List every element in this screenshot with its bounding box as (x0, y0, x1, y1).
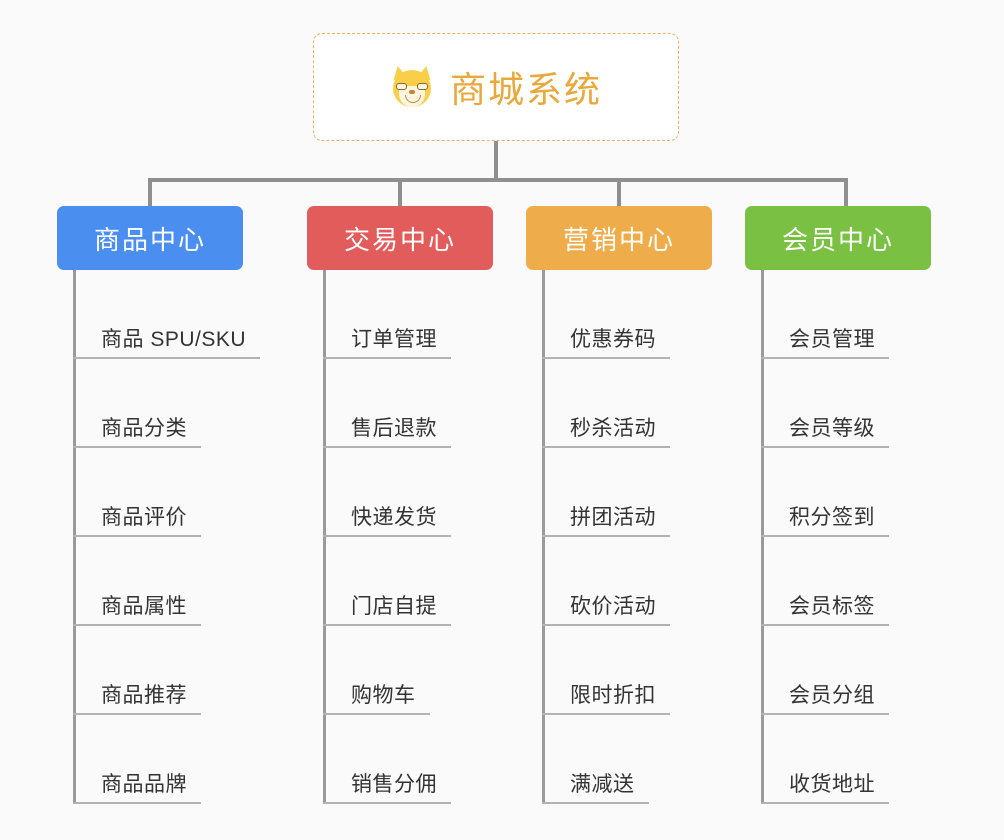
branch-column-4: 会员中心 会员管理 会员等级 积分签到 会员标签 会员分组 收货地址 (745, 206, 931, 804)
leaf-item[interactable]: 会员管理 (761, 270, 971, 359)
leaf-label: 订单管理 (351, 328, 437, 351)
branch-header-2[interactable]: 交易中心 (307, 206, 493, 270)
leaf-label: 会员等级 (789, 417, 875, 440)
branch-spine-3 (542, 270, 545, 804)
leaf-item[interactable]: 门店自提 (323, 537, 533, 626)
leaf-item[interactable]: 会员分组 (761, 626, 971, 715)
leaf-label: 满减送 (570, 773, 635, 796)
leaf-label: 快递发货 (351, 506, 437, 529)
leaf-item[interactable]: 商品属性 (73, 537, 283, 626)
branch-header-label-1: 商品中心 (93, 224, 206, 255)
connector-drop-2 (398, 178, 402, 208)
branch-column-1: 商品中心 商品 SPU/SKU 商品分类 商品评价 商品属性 商品推荐 商品品牌 (57, 206, 261, 804)
leaf-item[interactable]: 销售分佣 (323, 715, 533, 804)
leaf-item[interactable]: 秒杀活动 (542, 359, 752, 448)
leaf-item[interactable]: 商品品牌 (73, 715, 283, 804)
branch-header-4[interactable]: 会员中心 (745, 206, 931, 270)
leaf-item[interactable]: 砍价活动 (542, 537, 752, 626)
branch-spine-1 (73, 270, 76, 804)
leaf-item[interactable]: 快递发货 (323, 448, 533, 537)
connector-drop-4 (844, 178, 848, 208)
leaf-label: 会员管理 (789, 328, 875, 351)
leaf-item[interactable]: 商品评价 (73, 448, 283, 537)
leaf-label: 砍价活动 (570, 595, 656, 618)
branch-header-label-2: 交易中心 (343, 224, 456, 255)
leaf-item[interactable]: 满减送 (542, 715, 752, 804)
leaf-item[interactable]: 购物车 (323, 626, 533, 715)
leaf-label: 限时折扣 (570, 684, 656, 707)
branch-header-3[interactable]: 营销中心 (526, 206, 712, 270)
connector-drop-3 (617, 178, 621, 208)
leaf-item[interactable]: 积分签到 (761, 448, 971, 537)
leaf-label: 会员标签 (789, 595, 875, 618)
leaf-label: 售后退款 (351, 417, 437, 440)
branch-spine-4 (761, 270, 764, 804)
branch-leaf-list-1: 商品 SPU/SKU 商品分类 商品评价 商品属性 商品推荐 商品品牌 (73, 270, 283, 804)
connector-trunk (494, 141, 498, 180)
leaf-item[interactable]: 商品推荐 (73, 626, 283, 715)
leaf-label: 秒杀活动 (570, 417, 656, 440)
leaf-label: 商品 SPU/SKU (101, 328, 247, 351)
leaf-item[interactable]: 商品分类 (73, 359, 283, 448)
leaf-item[interactable]: 会员等级 (761, 359, 971, 448)
leaf-item[interactable]: 商品 SPU/SKU (73, 270, 283, 359)
branch-header-label-4: 会员中心 (781, 224, 894, 255)
leaf-label: 商品分类 (101, 417, 187, 440)
branch-header-1[interactable]: 商品中心 (57, 206, 243, 270)
leaf-label: 积分签到 (789, 506, 875, 529)
leaf-item[interactable]: 会员标签 (761, 537, 971, 626)
leaf-item[interactable]: 订单管理 (323, 270, 533, 359)
leaf-label: 门店自提 (351, 595, 437, 618)
leaf-label: 拼团活动 (570, 506, 656, 529)
leaf-item[interactable]: 限时折扣 (542, 626, 752, 715)
root-title: 商城系统 (449, 69, 602, 110)
leaf-label: 商品属性 (101, 595, 187, 618)
shiba-dog-icon (390, 64, 436, 110)
branch-leaf-list-4: 会员管理 会员等级 积分签到 会员标签 会员分组 收货地址 (761, 270, 971, 804)
leaf-item[interactable]: 拼团活动 (542, 448, 752, 537)
connector-drop-1 (148, 178, 152, 208)
root-node[interactable]: 商城系统 (313, 33, 679, 141)
leaf-label: 购物车 (351, 684, 416, 707)
branch-spine-2 (323, 270, 326, 804)
leaf-item[interactable]: 收货地址 (761, 715, 971, 804)
branch-column-3: 营销中心 优惠券码 秒杀活动 拼团活动 砍价活动 限时折扣 满减送 (526, 206, 712, 804)
leaf-label: 收货地址 (789, 773, 875, 796)
leaf-label: 商品品牌 (101, 773, 187, 796)
leaf-label: 商品推荐 (101, 684, 187, 707)
leaf-item[interactable]: 优惠券码 (542, 270, 752, 359)
leaf-label: 优惠券码 (570, 328, 656, 351)
branch-column-2: 交易中心 订单管理 售后退款 快递发货 门店自提 购物车 销售分佣 (307, 206, 493, 804)
connector-bus (148, 178, 848, 182)
branch-header-label-3: 营销中心 (562, 224, 675, 255)
leaf-label: 商品评价 (101, 506, 187, 529)
branch-leaf-list-2: 订单管理 售后退款 快递发货 门店自提 购物车 销售分佣 (323, 270, 533, 804)
leaf-item[interactable]: 售后退款 (323, 359, 533, 448)
branch-leaf-list-3: 优惠券码 秒杀活动 拼团活动 砍价活动 限时折扣 满减送 (542, 270, 752, 804)
leaf-label: 会员分组 (789, 684, 875, 707)
leaf-label: 销售分佣 (351, 773, 437, 796)
